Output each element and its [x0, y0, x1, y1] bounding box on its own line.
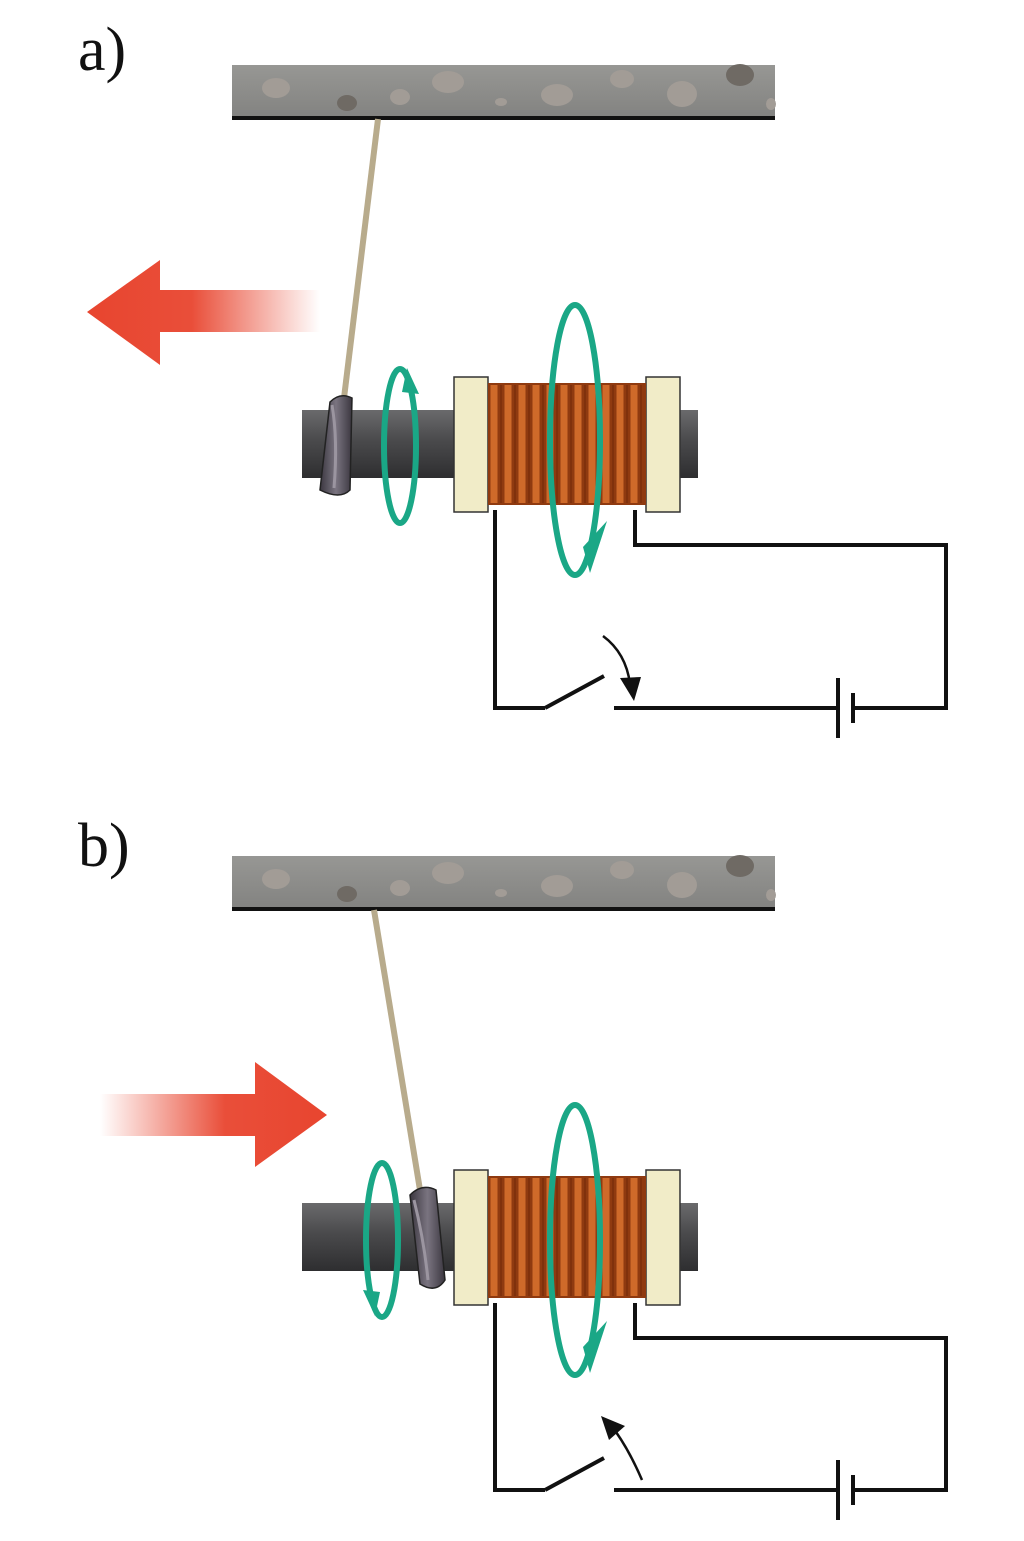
circuit-wires [493, 1303, 948, 1492]
string [371, 909, 423, 1191]
switch [544, 674, 605, 710]
string [341, 118, 381, 399]
magnetic-field-loop-small [363, 1160, 401, 1320]
ceiling-spots [262, 64, 776, 111]
magnetic-field-loop-small [381, 366, 419, 526]
switch-opening-arrow [601, 1416, 644, 1481]
ceiling [232, 64, 776, 120]
metal-ring [409, 1186, 446, 1289]
magnetic-field-loop-large [547, 1102, 607, 1378]
switch-closing-arrow [602, 634, 641, 701]
magnetic-field-loop-large [547, 302, 607, 578]
ceiling-spots [262, 855, 776, 902]
solenoid-coil [453, 1169, 681, 1306]
battery [836, 1460, 855, 1520]
metal-ring [319, 395, 353, 496]
panel-a-label: a) [78, 16, 126, 84]
panel-b: b) [78, 812, 948, 1520]
switch [544, 1456, 605, 1492]
ceiling [232, 855, 776, 911]
circuit-wires [493, 510, 948, 710]
force-arrow-right [100, 1062, 327, 1167]
panel-b-label: b) [78, 812, 130, 880]
solenoid-coil [453, 376, 681, 513]
panel-a: a) [78, 16, 948, 738]
battery [836, 678, 855, 738]
force-arrow-left [87, 260, 320, 365]
